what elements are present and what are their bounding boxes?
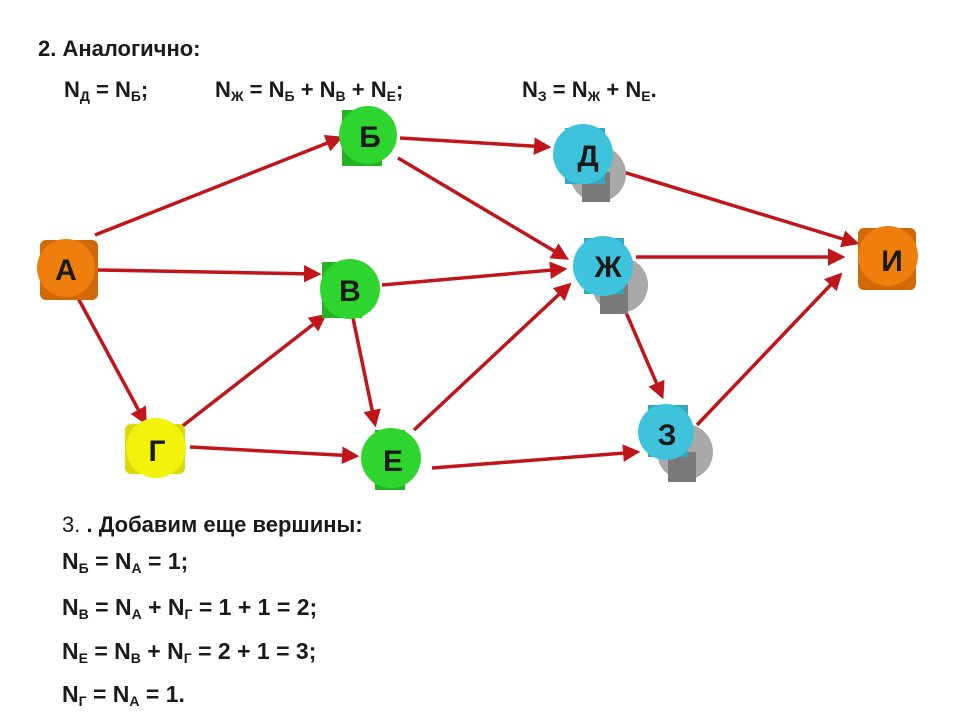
formula-nzh: NЖ = NБ + NВ + NЕ; <box>215 77 404 104</box>
node-zh: Ж <box>573 236 633 296</box>
node-z-label: З <box>658 419 677 452</box>
node-b-label: Б <box>359 121 381 154</box>
node-d: Д <box>553 124 613 184</box>
node-zh-label: Ж <box>593 251 622 284</box>
section-heading: 2. Аналогично: <box>38 36 201 61</box>
edge-a-g <box>76 297 147 426</box>
node-g: Г <box>125 418 186 478</box>
edge-g-e <box>189 445 360 464</box>
edge-b-d <box>399 136 552 155</box>
edge-v-e <box>351 317 381 428</box>
edge-d-i <box>609 166 860 248</box>
edge-z-i <box>695 272 843 427</box>
edge-a-b <box>94 135 344 237</box>
node-g-label: Г <box>148 435 165 468</box>
node-v: В <box>320 259 380 319</box>
node-e-label: Е <box>383 445 403 478</box>
equation-ng: NГ = NА = 1. <box>62 681 185 709</box>
formula-nz: NЗ = NЖ + NЕ. <box>522 77 657 104</box>
node-a: А <box>37 239 98 300</box>
node-b: Б <box>339 106 397 166</box>
equation-nb: NБ = NА = 1; <box>62 548 189 576</box>
node-v-label: В <box>339 275 361 308</box>
node-i-label: И <box>881 245 903 278</box>
equation-ne: NЕ = NВ + NГ = 2 + 1 = 3; <box>62 638 317 666</box>
edge-e-zh <box>412 282 572 432</box>
edge-e-z <box>431 444 641 470</box>
node-d-label: Д <box>577 140 598 173</box>
node-z: З <box>638 404 694 460</box>
node-a-label: А <box>55 254 77 287</box>
node-i: И <box>858 226 918 290</box>
edge-g-v <box>178 313 327 430</box>
edge-a-v <box>97 264 322 283</box>
equation-nv: NВ = NА + NГ = 1 + 1 = 2; <box>62 594 318 622</box>
edge-b-zh <box>397 156 570 260</box>
step3-heading: 3. . Добавим еще вершины: <box>62 512 363 537</box>
formula-nd: NД = NБ; <box>64 77 149 104</box>
node-e: Е <box>361 428 421 490</box>
edge-v-zh <box>381 261 568 287</box>
